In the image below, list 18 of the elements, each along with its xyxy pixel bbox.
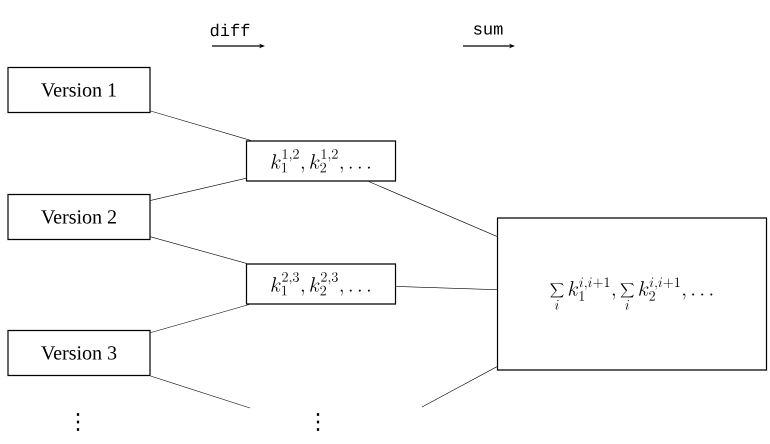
operation-label: diff (210, 24, 250, 36)
connector-line (150, 304, 250, 333)
version-box: Version 2 (7, 194, 151, 240)
formula-box: $k_1^{1,2},k_2^{1,2},\ldots$ (246, 140, 396, 182)
connector-line (150, 236, 247, 264)
continuation-dots: ⋮ (316, 413, 320, 431)
formula-box: $\sum_i k_1^{i,i+1},\sum_i k_2^{i,i+1},\ldots$ (496, 217, 768, 371)
formula-box: $k_1^{2,3},k_2^{2,3},\ldots$ (246, 263, 396, 305)
connector-line (150, 110, 252, 141)
connector-line (396, 286, 498, 290)
version-box: Version 3 (7, 330, 151, 376)
operation-label: sum (474, 25, 502, 35)
connector-line (422, 366, 498, 408)
connector-line (150, 376, 250, 408)
connector-line (368, 181, 498, 237)
continuation-dots: ⋮ (76, 413, 80, 431)
version-box: Version 1 (7, 66, 151, 114)
connector-line (150, 178, 246, 201)
